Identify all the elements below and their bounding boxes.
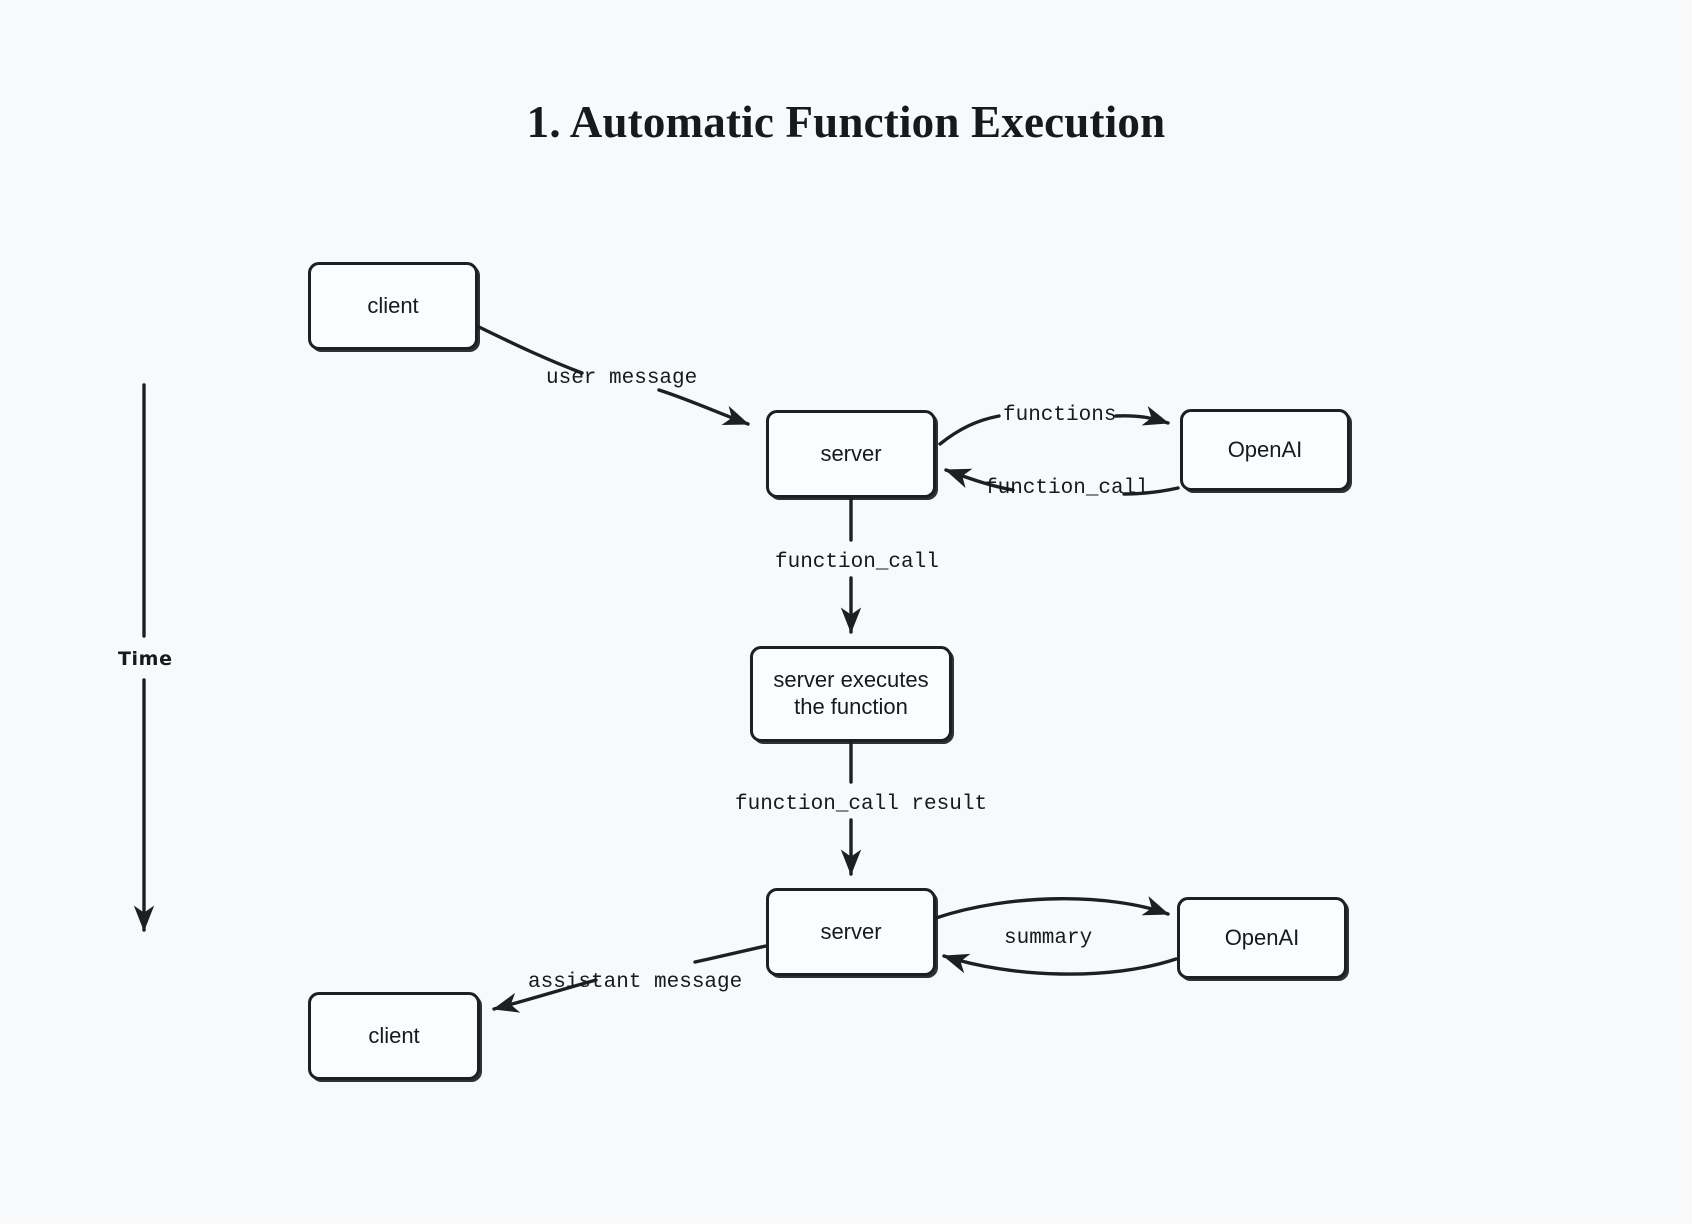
node-exec-label-line2: the function [794, 694, 908, 719]
edge-functions-b [1114, 405, 1170, 426]
edge-label-assistant-message: assistant message [528, 971, 743, 994]
node-server-executes-function[interactable]: server executes the function [750, 646, 952, 742]
edge-label-function-call-result: function_call result [735, 793, 988, 816]
node-openai-top-label: OpenAI [1227, 436, 1303, 462]
node-server-bottom-label: server [820, 918, 882, 944]
node-exec-label-line1: server executes [773, 667, 929, 693]
edge-user-message-b [657, 388, 750, 426]
time-axis-label: Time [118, 648, 173, 670]
edge-user-message-a [477, 325, 584, 375]
edge-label-function-call-return: function_call [985, 477, 1149, 500]
edge-label-function-call-down: function_call [775, 551, 939, 574]
node-client-bottom[interactable]: client [308, 992, 480, 1080]
node-server-top[interactable]: server [766, 410, 936, 498]
node-server-top-label: server [820, 440, 882, 466]
edge-function-call-return-b [944, 468, 1015, 492]
edge-assistant-message-a [693, 944, 768, 964]
edge-label-user-message: user message [546, 367, 698, 390]
page-title: 1. Automatic Function Execution [526, 97, 1166, 147]
edge-functions-a [938, 414, 1001, 446]
edge-label-functions: functions [1003, 404, 1117, 427]
node-openai-top[interactable]: OpenAI [1180, 409, 1350, 491]
edge-summary [942, 953, 1178, 976]
edge-function-call-return-a [1122, 486, 1180, 496]
edge-label-summary: summary [1004, 927, 1093, 950]
node-server-bottom[interactable]: server [766, 888, 936, 976]
node-openai-bottom[interactable]: OpenAI [1177, 897, 1347, 979]
edge-server-to-openai-bottom [934, 896, 1170, 920]
edge-assistant-message-b [492, 978, 598, 1013]
node-client-top-label: client [367, 292, 419, 318]
node-client-top[interactable]: client [308, 262, 478, 350]
node-openai-bottom-label: OpenAI [1224, 924, 1300, 950]
node-client-bottom-label: client [368, 1022, 420, 1048]
